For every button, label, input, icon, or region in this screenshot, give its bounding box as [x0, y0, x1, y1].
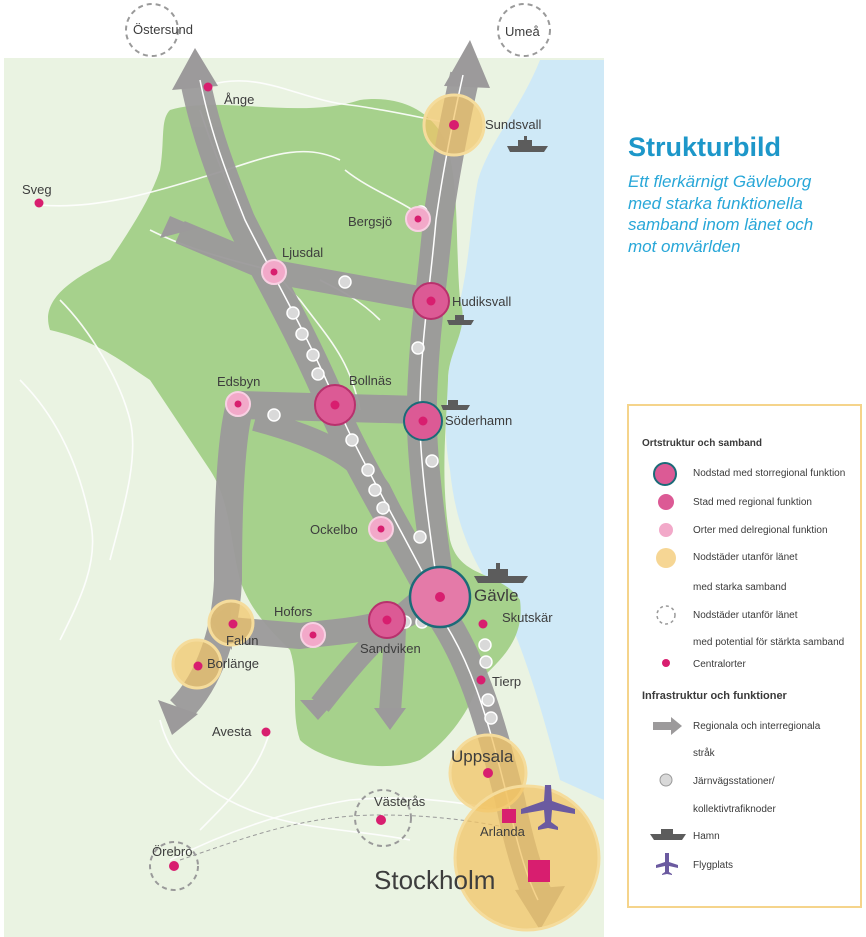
legend-item: Nodstäder utanför länet [693, 552, 798, 563]
label-falun: Falun [226, 633, 259, 648]
legend-item: Nodstäder utanför länet [693, 610, 798, 621]
label-avesta: Avesta [212, 724, 252, 739]
ship-icon [441, 400, 470, 410]
label-sandviken: Sandviken [360, 641, 421, 656]
ship-icon [447, 315, 474, 325]
sea [445, 60, 604, 800]
node-city-symbol [653, 462, 677, 486]
legend-item: Järnvägsstationer/ [693, 776, 775, 787]
label-hudiksvall: Hudiksvall [452, 294, 511, 309]
label-ockelbo: Ockelbo [310, 522, 358, 537]
label-stockholm: Stockholm [374, 865, 495, 895]
legend-item: kollektivtrafiknoder [693, 804, 776, 815]
legend-item: Flygplats [693, 860, 734, 871]
harbour-icons [441, 136, 548, 583]
label-ostersund: Östersund [133, 22, 193, 37]
label-ljusdal: Ljusdal [282, 245, 323, 260]
legend-heading-settlements: Ortstruktur och samband [642, 438, 763, 449]
legend-item: Orter med delregional funktion [693, 525, 828, 536]
label-arlanda: Arlanda [480, 824, 526, 839]
label-ange: Ånge [224, 92, 254, 107]
orebro-dashed [149, 841, 199, 891]
umea-dashed [497, 3, 551, 57]
label-umea: Umeå [505, 24, 540, 39]
title-block: Strukturbild Ett flerkärnigt Gävleborg m… [628, 132, 858, 257]
stockholm-circle [453, 784, 601, 932]
label-edsbyn: Edsbyn [217, 374, 260, 389]
central-dots [34, 82, 493, 871]
stockholm-square [528, 860, 550, 882]
subtitle-line: samband inom länet och [628, 215, 814, 234]
potential-node-symbol [656, 605, 676, 625]
legend: Ortstruktur och samband Nodstad med stor… [627, 404, 862, 908]
label-soderhamn: Söderhamn [445, 413, 512, 428]
label-borlange: Borlänge [207, 656, 259, 671]
label-sundsvall: Sundsvall [485, 117, 541, 132]
subtitle-line: mot omvärlden [628, 236, 741, 256]
label-orebro: Örebro [152, 844, 192, 859]
label-gavle: Gävle [474, 586, 518, 605]
label-bergsjo: Bergsjö [348, 214, 392, 229]
subtitle: Ett flerkärnigt Gävleborg med starka fun… [628, 171, 858, 257]
ostersund-dashed [125, 3, 179, 57]
ship-icon [507, 136, 548, 152]
ship-icon [474, 563, 528, 583]
legend-item: Hamn [693, 831, 720, 842]
legend-item: Regionala och interregionala [693, 721, 821, 732]
label-vasteras: Västerås [374, 794, 426, 809]
corridor-symbol [653, 717, 682, 735]
label-bollnas: Bollnäs [349, 373, 392, 388]
label-sveg: Sveg [22, 182, 52, 197]
station-symbol [659, 773, 673, 787]
legend-heading-infrastructure: Infrastruktur och funktioner [642, 690, 787, 702]
central-town-symbol [662, 659, 670, 667]
label-uppsala: Uppsala [451, 747, 514, 766]
legend-item: med potential för stärkta samband [693, 637, 845, 648]
regional-city-symbol [658, 494, 674, 510]
airplane-icon [656, 853, 678, 875]
airplane-icon [521, 785, 575, 830]
legend-item: med starka samband [693, 582, 787, 593]
legend-item: Centralorter [693, 659, 746, 670]
page-title: Strukturbild [628, 132, 781, 162]
legend-item: Nodstad med storregional funktion [693, 468, 846, 479]
subtitle-line: Ett flerkärnigt Gävleborg [628, 172, 812, 191]
ship-icon [650, 829, 686, 840]
label-skutskar: Skutskär [502, 610, 553, 625]
label-hofors: Hofors [274, 604, 313, 619]
label-tierp: Tierp [492, 674, 521, 689]
external-node-symbol [656, 548, 676, 568]
external-nodes [125, 3, 601, 932]
place-labels: Östersund Umeå Ånge Sundsvall Sveg Bergs… [22, 22, 553, 895]
subtitle-line: med starka funktionella [628, 193, 803, 213]
subregional-town-symbol [659, 523, 673, 537]
legend-item: stråk [693, 748, 715, 759]
arlanda-square [502, 809, 516, 823]
vasteras-dashed [354, 789, 412, 847]
legend-item: Stad med regional funktion [693, 497, 812, 508]
